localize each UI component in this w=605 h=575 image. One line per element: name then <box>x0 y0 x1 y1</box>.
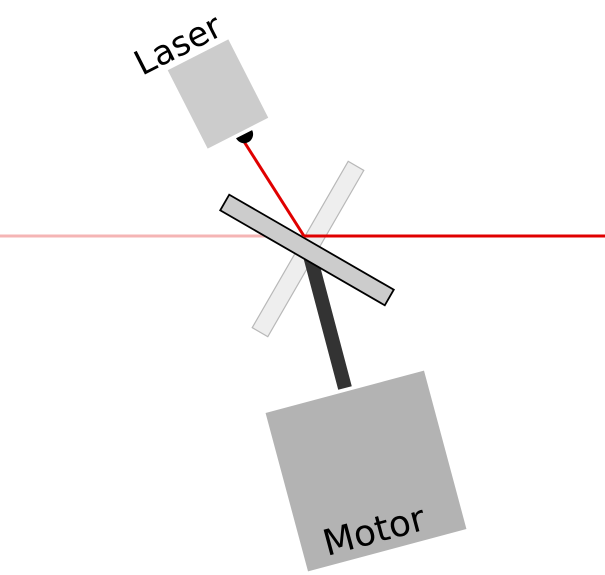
laser-body <box>167 39 269 149</box>
motor-shaft <box>301 246 352 390</box>
motor-body <box>265 370 467 572</box>
laser-beam-incident <box>241 139 306 237</box>
laser-emitter <box>236 130 254 144</box>
mirror-active <box>218 193 396 307</box>
